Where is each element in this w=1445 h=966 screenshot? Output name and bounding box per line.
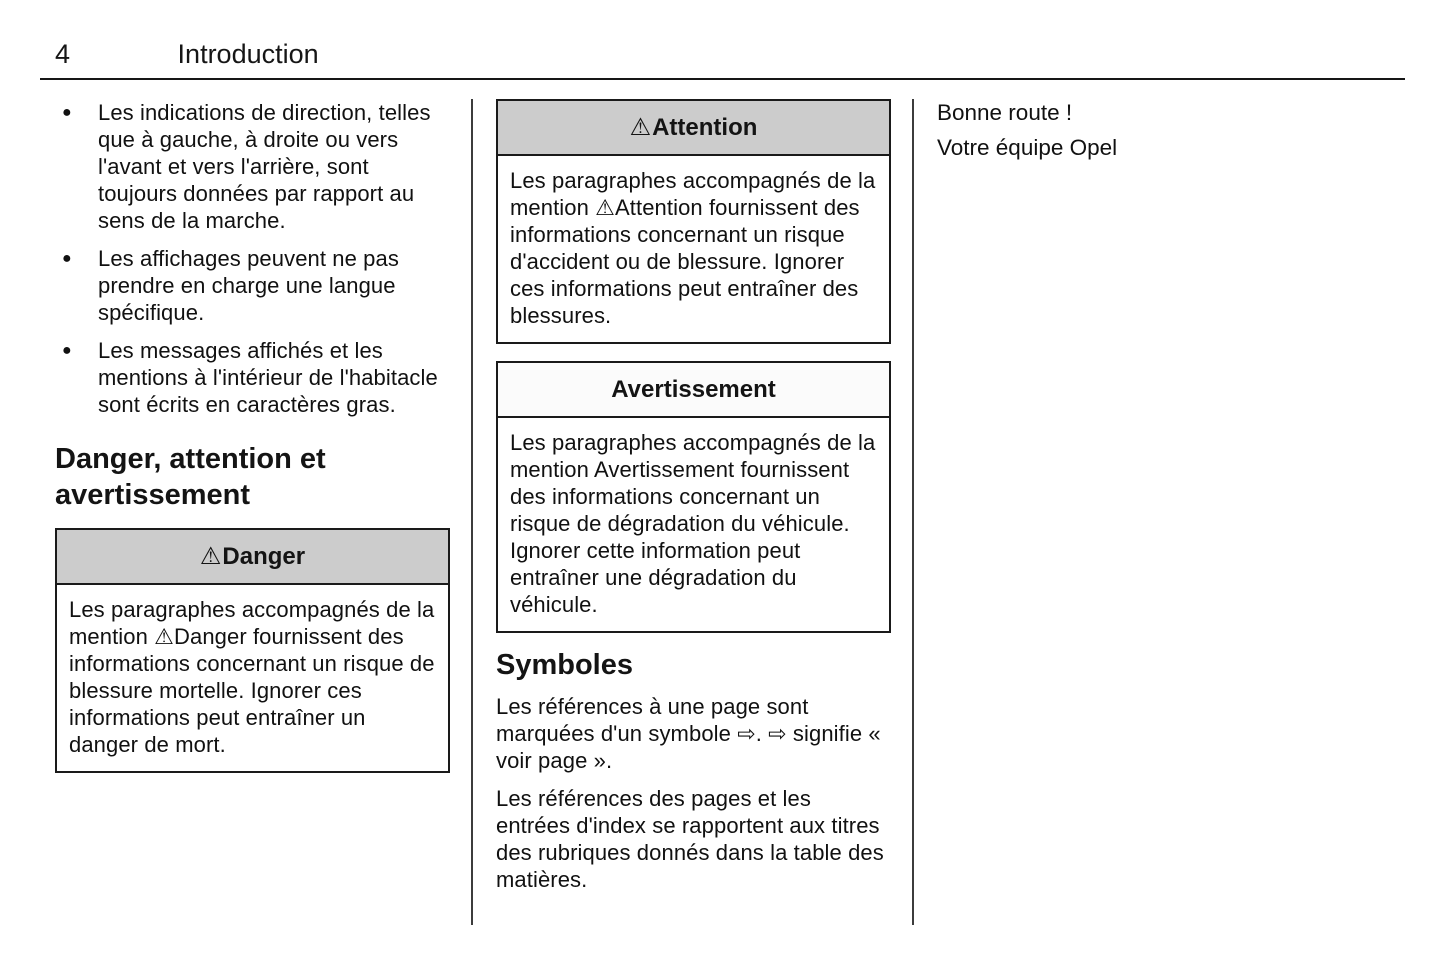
page-content: ● Les indications de direction, telles q… — [0, 80, 1445, 925]
symbols-paragraph: Les références à une page sont marquées … — [496, 694, 881, 773]
bullet-text: Les messages affichés et les mentions à … — [98, 338, 438, 417]
bullet-icon: ● — [62, 342, 72, 359]
avertissement-box-header: Avertissement — [498, 363, 889, 418]
danger-box: ⚠Danger Les paragraphes accompagnés de l… — [55, 528, 450, 773]
danger-box-header: ⚠Danger — [57, 530, 448, 585]
header-rule — [40, 78, 1405, 80]
bullet-text: Les indications de direction, telles que… — [98, 100, 431, 233]
column-divider — [912, 99, 914, 925]
bullet-text: Les affichages peuvent ne pas prendre en… — [98, 246, 399, 325]
attention-box-body: Les paragraphes accompagnés de la mentio… — [510, 168, 876, 328]
page-number: 4 — [55, 39, 71, 69]
section-heading-symboles: Symboles — [496, 649, 633, 681]
avertissement-box-body: Les paragraphes accompagnés de la mentio… — [510, 430, 876, 617]
attention-box-header: ⚠Attention — [498, 101, 889, 156]
list-item: ● Les affichages peuvent ne pas prendre … — [55, 245, 450, 326]
avertissement-box: Avertissement Les paragraphes accompagné… — [496, 361, 891, 633]
attention-box: ⚠Attention Les paragraphes accompagnés d… — [496, 99, 891, 344]
middle-column: ⚠Attention Les paragraphes accompagnés d… — [496, 99, 891, 904]
column-divider — [471, 99, 473, 925]
list-item: ● Les messages affichés et les mentions … — [55, 337, 450, 418]
warning-triangle-icon: ⚠ — [199, 543, 222, 570]
avertissement-box-title: Avertissement — [611, 376, 776, 403]
section-heading-danger-attention: Danger, attention et avertissement — [55, 443, 326, 511]
danger-box-body: Les paragraphes accompagnés de la mentio… — [69, 597, 435, 757]
bullet-icon: ● — [62, 104, 72, 121]
attention-box-title: Attention — [652, 114, 758, 141]
danger-box-title: Danger — [222, 543, 306, 570]
bullet-icon: ● — [62, 250, 72, 267]
page-title: Introduction — [177, 39, 319, 69]
page-header: 4 Introduction — [55, 38, 1445, 70]
warning-triangle-icon: ⚠ — [629, 114, 652, 141]
bullet-list: ● Les indications de direction, telles q… — [55, 99, 450, 418]
left-column: ● Les indications de direction, telles q… — [55, 99, 450, 773]
closing-line: Bonne route ! — [937, 100, 1073, 125]
symbols-paragraph: Les références des pages et les entrées … — [496, 786, 884, 892]
list-item: ● Les indications de direction, telles q… — [55, 99, 450, 234]
closing-line: Votre équipe Opel — [937, 135, 1118, 160]
right-column: Bonne route ! Votre équipe Opel — [937, 99, 1405, 169]
